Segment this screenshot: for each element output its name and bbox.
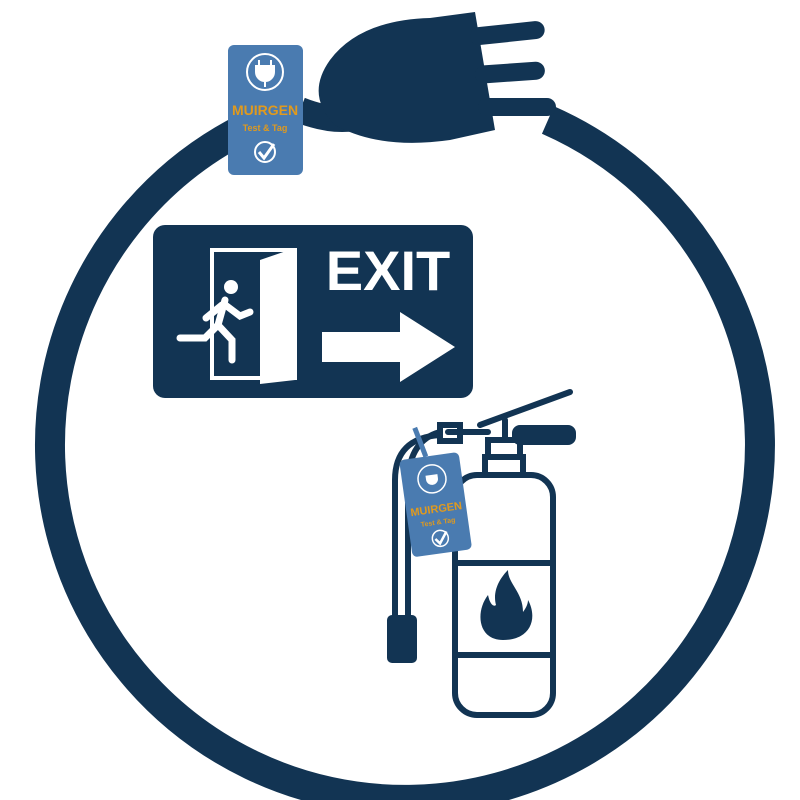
- arrow-right-icon: [322, 312, 455, 382]
- checkmark-icon: [431, 529, 450, 548]
- plug-seal-icon: [417, 464, 447, 494]
- checkmark-icon: [254, 141, 276, 163]
- running-man-icon: [176, 280, 254, 364]
- test-tag-extinguisher: MUIRGEN Test & Tag: [399, 426, 472, 557]
- tag-subtitle: Test & Tag: [243, 123, 288, 133]
- exit-text: EXIT: [326, 239, 450, 302]
- tag-brand: MUIRGEN: [232, 102, 298, 118]
- test-tag-top: MUIRGEN Test & Tag: [228, 45, 303, 175]
- tag-subtitle: Test & Tag: [420, 517, 455, 529]
- plug-icon: [295, 12, 556, 143]
- flame-icon: [480, 570, 533, 640]
- plug-seal-icon: [246, 53, 284, 91]
- exit-sign: EXIT: [153, 225, 473, 398]
